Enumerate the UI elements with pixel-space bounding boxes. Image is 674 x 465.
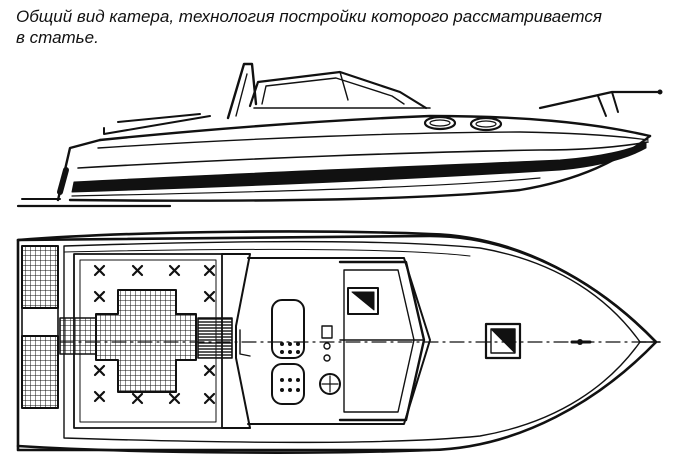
caption-line-2: в статье.	[16, 28, 99, 47]
side-view	[16, 62, 663, 208]
caption-line-1: Общий вид катера, технология постройки к…	[16, 7, 602, 26]
figure-caption: Общий вид катера, технология постройки к…	[16, 6, 664, 48]
top-view	[16, 230, 661, 454]
